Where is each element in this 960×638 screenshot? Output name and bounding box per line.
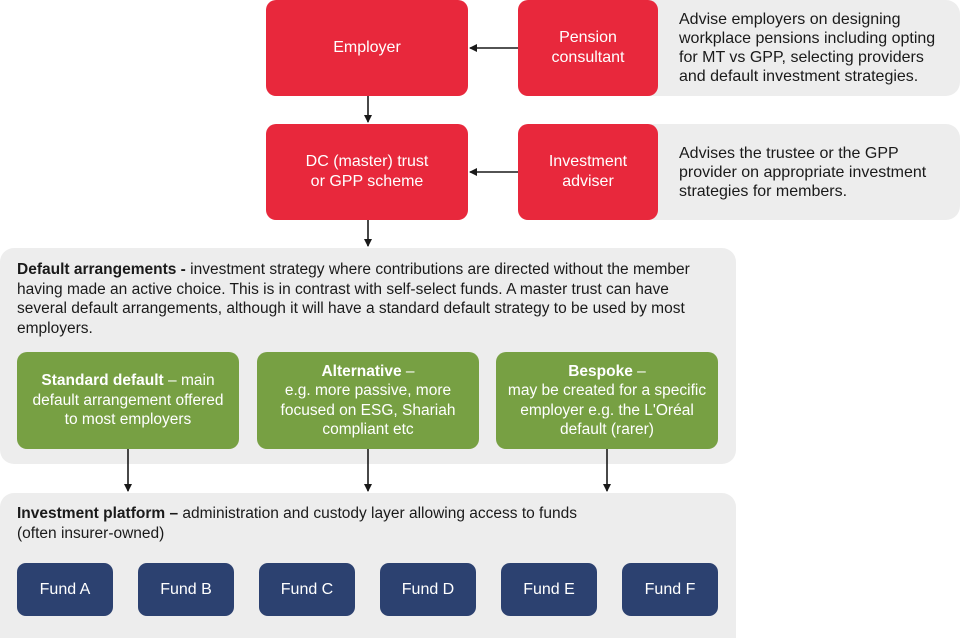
pension-consultant-node: Pension consultant [518, 0, 658, 96]
fund-f: Fund F [622, 563, 718, 616]
investment-platform-text: administration and custody layer allowin… [178, 505, 577, 522]
dc-trust-label-2: or GPP scheme [310, 173, 424, 190]
standard-default-desc: main default arrangement offered to most… [32, 372, 224, 429]
standard-default-box: Standard default – main default arrangem… [17, 352, 239, 449]
investment-adviser-label-2: adviser [562, 173, 614, 190]
default-arrangements-title: Default arrangements - [17, 261, 186, 278]
fund-e: Fund E [501, 563, 597, 616]
dc-trust-label-1: DC (master) trust [305, 153, 429, 170]
bespoke-desc: may be created for a specific employer e… [507, 382, 707, 438]
investment-adviser-node: Investment adviser [518, 124, 658, 220]
dc-trust-node: DC (master) trust or GPP scheme [266, 124, 468, 220]
employer-label: Employer [333, 39, 401, 56]
consultant-note: Advise employers on designing workplace … [679, 11, 936, 85]
fund-c: Fund C [259, 563, 355, 616]
alternative-box: Alternative – e.g. more passive, more fo… [257, 352, 479, 449]
standard-default-title: Standard default [41, 372, 164, 390]
default-arrangements-description: Default arrangements - investment strate… [17, 260, 717, 338]
fund-b: Fund B [138, 563, 234, 616]
alternative-title: Alternative [321, 362, 402, 380]
bespoke-dash: – [632, 362, 646, 380]
investment-platform-title: Investment platform – [17, 505, 179, 522]
investment-platform-text-2: (often insurer-owned) [17, 524, 165, 542]
alternative-dash: – [401, 362, 415, 380]
employer-node: Employer [266, 0, 468, 96]
investment-adviser-label-1: Investment [548, 153, 628, 170]
pension-consultant-label-1: Pension [559, 29, 617, 46]
fund-a: Fund A [17, 563, 113, 616]
standard-default-dash: – [163, 372, 177, 390]
investment-platform-description: Investment platform – administration and… [17, 504, 717, 543]
bespoke-box: Bespoke – may be created for a specific … [496, 352, 718, 449]
pension-consultant-label-2: consultant [551, 49, 625, 66]
alternative-desc: e.g. more passive, more focused on ESG, … [280, 382, 456, 438]
fund-d: Fund D [380, 563, 476, 616]
investment-platform-panel [0, 493, 736, 638]
default-arrangements-text: investment strategy where contributions … [17, 261, 690, 337]
adviser-note: Advises the trustee or the GPP provider … [679, 145, 927, 200]
bespoke-title: Bespoke [568, 362, 633, 380]
